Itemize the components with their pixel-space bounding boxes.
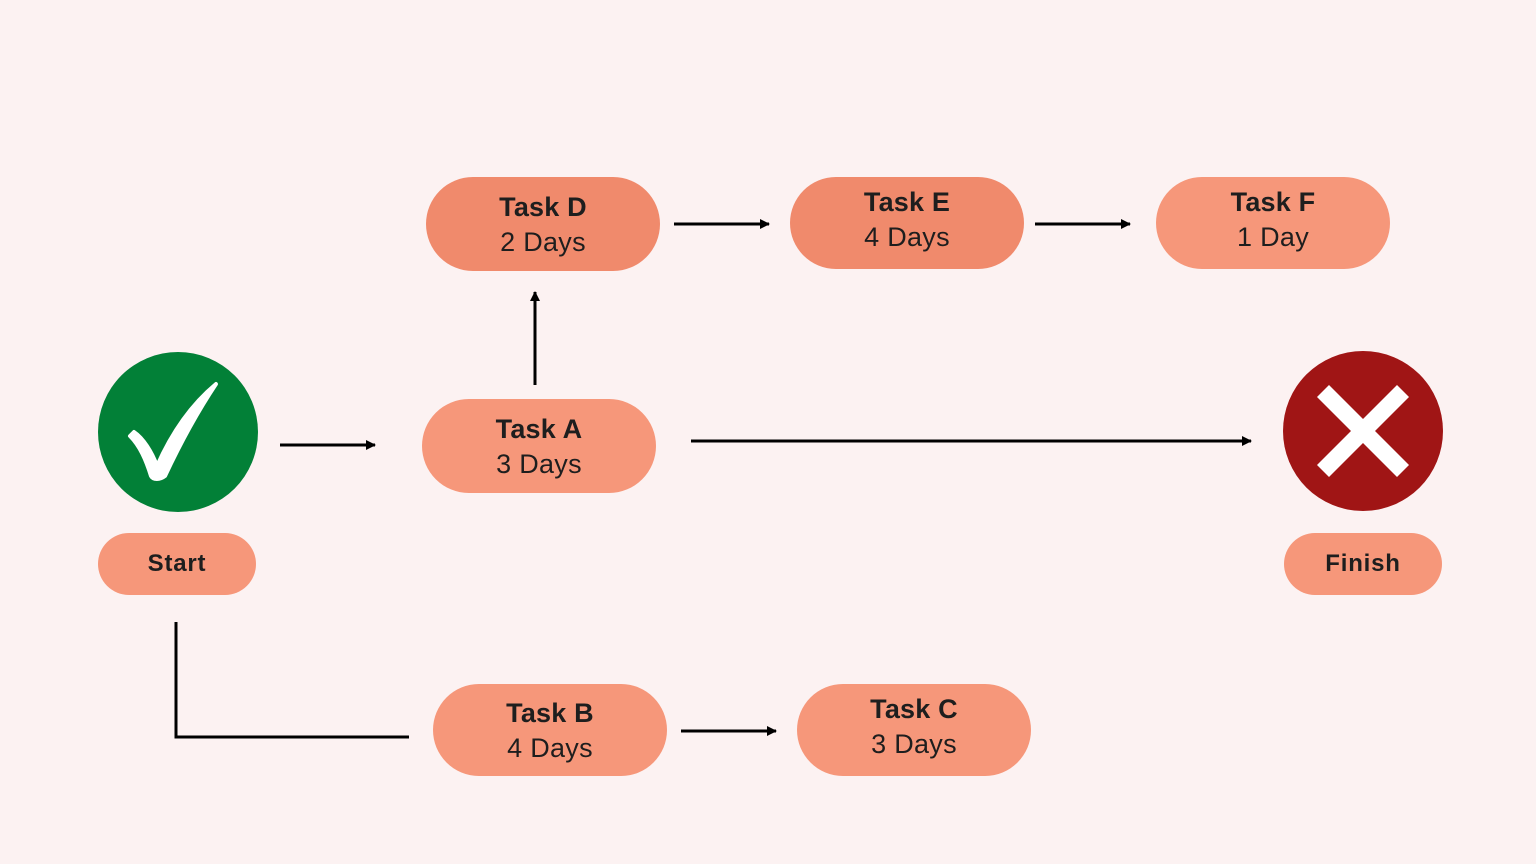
task-c-duration: 3 Days xyxy=(871,729,957,759)
finish-label: Finish xyxy=(1284,533,1442,595)
task-e-name: Task E xyxy=(863,187,951,217)
cross-icon xyxy=(1317,385,1409,477)
task-a-name: Task A xyxy=(495,414,583,444)
task-d-node: Task D 2 Days xyxy=(426,177,660,271)
start-label: Start xyxy=(98,533,256,595)
start-circle xyxy=(98,352,258,512)
task-a-node: Task A 3 Days xyxy=(422,399,656,493)
task-c-node: Task C 3 Days xyxy=(797,684,1031,776)
task-a-duration: 3 Days xyxy=(496,449,582,479)
task-b-name: Task B xyxy=(506,698,594,728)
task-d-name: Task D xyxy=(499,192,587,222)
task-c-name: Task C xyxy=(870,694,958,724)
checkmark-icon xyxy=(128,382,218,481)
task-f-name: Task F xyxy=(1230,187,1316,217)
task-f-node: Task F 1 Day xyxy=(1156,177,1390,269)
connector-start-to-task-b xyxy=(174,622,409,739)
task-b-duration: 4 Days xyxy=(507,733,593,763)
task-e-node: Task E 4 Days xyxy=(790,177,1024,269)
task-e-duration: 4 Days xyxy=(864,222,950,252)
finish-circle xyxy=(1283,351,1443,511)
task-f-duration: 1 Day xyxy=(1236,222,1310,252)
task-b-node: Task B 4 Days xyxy=(433,684,667,776)
task-d-duration: 2 Days xyxy=(500,227,586,257)
